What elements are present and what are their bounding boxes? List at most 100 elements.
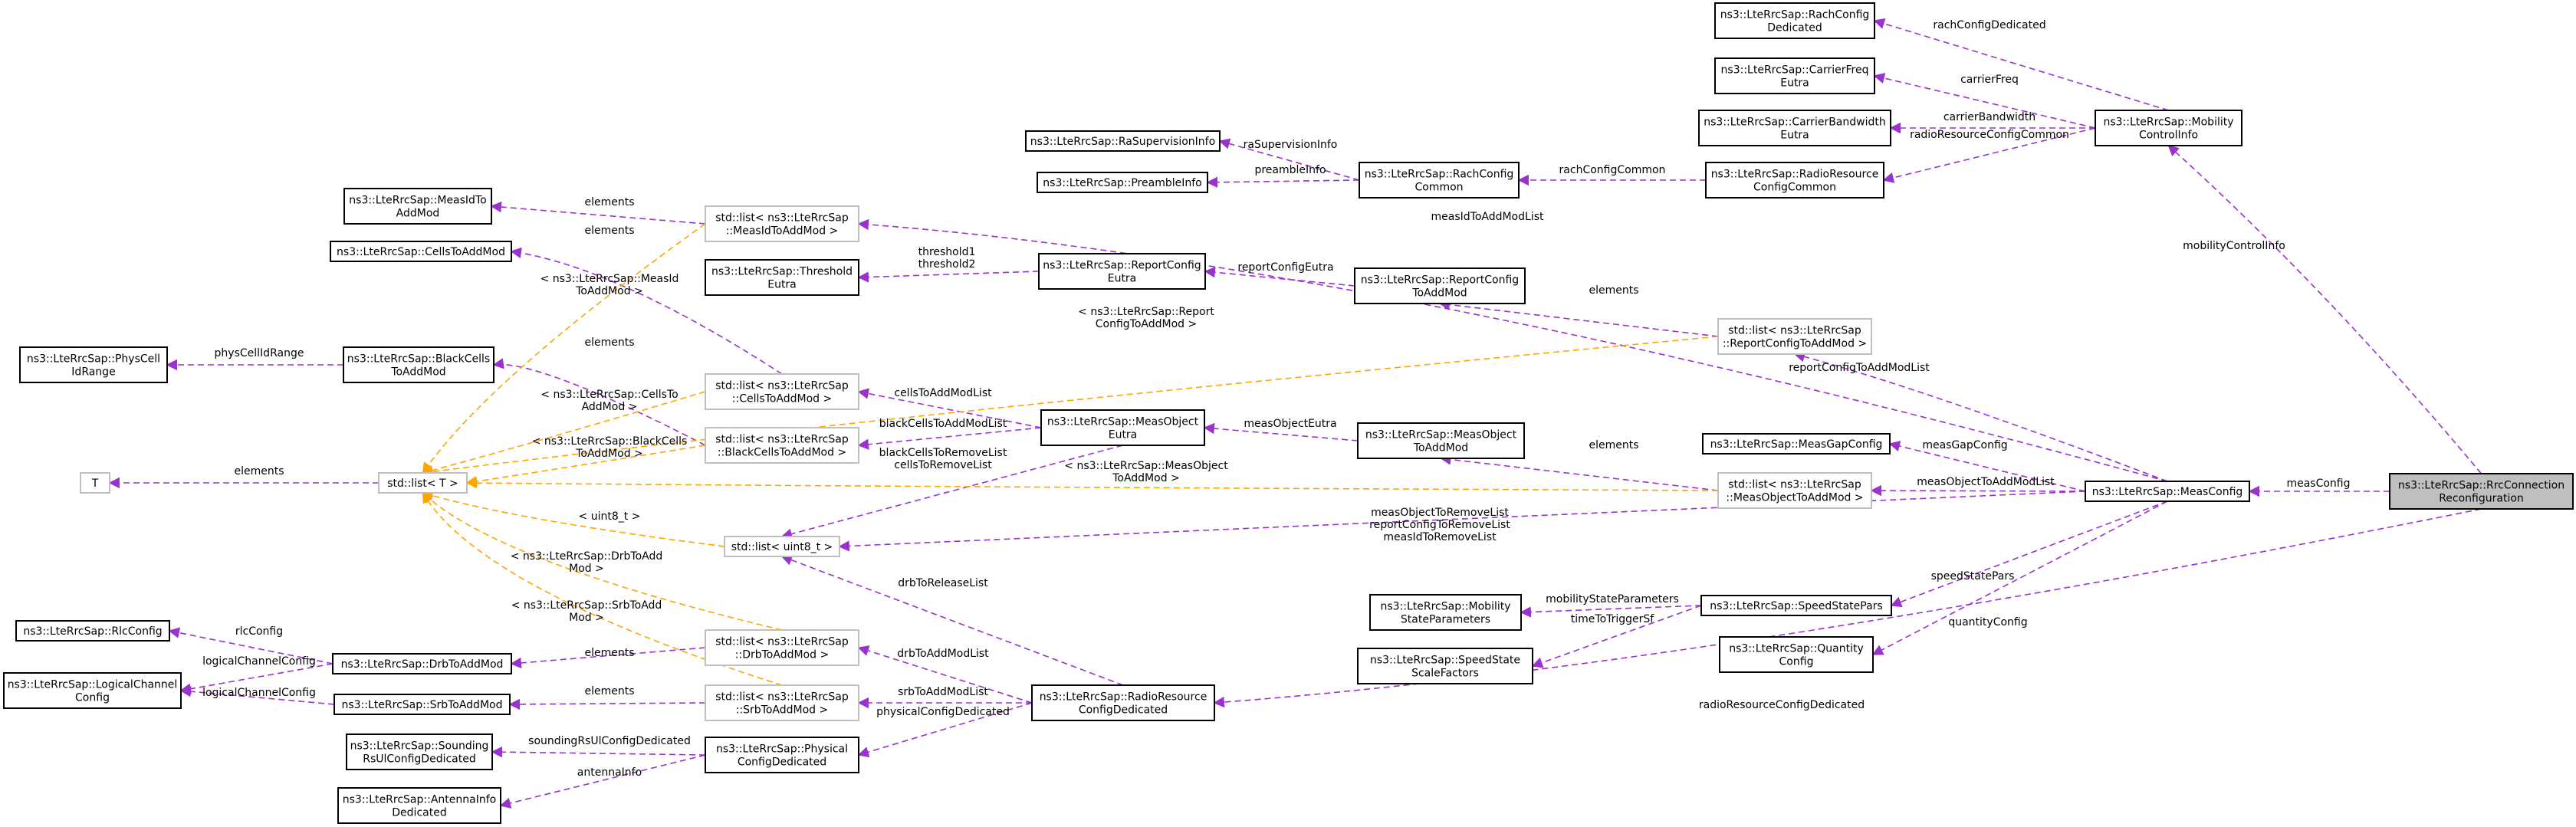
node-box-listmeasid	[705, 205, 859, 242]
node-measobjtoadd[interactable]: ns3::LteRrcSap::MeasObjectToAddMod	[1357, 422, 1525, 459]
node-box-reporttoadd	[1354, 267, 1526, 304]
node-label-rachcommon: ns3::LteRrcSap::RachConfig	[1365, 169, 1514, 181]
node-rrc[interactable]: ns3::LteRrcSap::RrcConnectionReconfigura…	[2389, 473, 2574, 510]
node-label-rrc: ns3::LteRrcSap::RrcConnection	[2398, 480, 2564, 492]
edge-rrded-to-physded	[857, 702, 1033, 758]
node-box-carrierfreq	[1714, 57, 1875, 94]
node-label-rlc: ns3::LteRrcSap::RlcConfig	[23, 625, 162, 638]
edge-label-elements_black: elements	[584, 336, 634, 349]
edge-listdrb-to-stdlist	[422, 492, 783, 631]
node-listdrb[interactable]: std::list< ns3::LteRrcSap::DrbToAddMod >	[705, 629, 859, 666]
node-blackcells[interactable]: ns3::LteRrcSap::BlackCellsToAddMod	[343, 346, 495, 383]
node-label-quantity: ns3::LteRrcSap::Quantity	[1729, 643, 1864, 655]
node-label-measobjtoadd: ToAddMod	[1413, 442, 1468, 455]
edge-listdrb-to-drbtoadd	[510, 647, 706, 669]
node-label-measid: AddMod	[396, 208, 440, 220]
edge-label-srbToAddModList: srbToAddModList	[898, 686, 988, 698]
node-box-sounding	[346, 733, 493, 770]
node-measconfig[interactable]: ns3::LteRrcSap::MeasConfig	[2085, 481, 2250, 502]
node-listsrb[interactable]: std::list< ns3::LteRrcSap::SrbToAddMod >	[705, 684, 859, 721]
node-label-reporttoadd: ns3::LteRrcSap::ReportConfig	[1361, 274, 1519, 287]
edge-listcells-to-cellstoadd	[510, 247, 783, 375]
node-label-rrcommon: ns3::LteRrcSap::RadioResource	[1711, 169, 1879, 181]
node-cellstoadd[interactable]: ns3::LteRrcSap::CellsToAddMod	[330, 241, 512, 262]
edge-listreport-to-reporttoadd	[1438, 299, 1719, 337]
edge-label-t_cells: < ns3::LteRrcSap::CellsTo	[540, 389, 678, 401]
node-box-listmeasobj	[1717, 472, 1872, 509]
edge-label-measIdToAddModList: measIdToAddModList	[1431, 211, 1544, 223]
node-rasup[interactable]: ns3::LteRrcSap::RaSupervisionInfo	[1025, 130, 1221, 152]
edge-measobjeutra-to-listuint8	[780, 445, 1123, 540]
node-measgap[interactable]: ns3::LteRrcSap::MeasGapConfig	[1702, 433, 1891, 455]
node-box-reporteutra	[1038, 253, 1206, 290]
node-label-rachded: Dedicated	[1767, 22, 1822, 34]
node-srbtoadd[interactable]: ns3::LteRrcSap::SrbToAddMod	[334, 694, 511, 715]
node-rlc[interactable]: ns3::LteRrcSap::RlcConfig	[15, 620, 170, 642]
node-box-blackcells	[343, 346, 495, 383]
edge-label-physicalConfigDedicated: physicalConfigDedicated	[876, 706, 1010, 718]
node-box-measobjtoadd	[1357, 422, 1525, 459]
node-reporttoadd[interactable]: ns3::LteRrcSap::ReportConfigToAddMod	[1354, 267, 1526, 304]
node-preamble[interactable]: ns3::LteRrcSap::PreambleInfo	[1037, 172, 1208, 193]
node-listuint8[interactable]: std::list< uint8_t >	[724, 536, 840, 557]
node-rrcommon[interactable]: ns3::LteRrcSap::RadioResourceConfigCommo…	[1705, 162, 1884, 199]
edge-label-t_drb: Mod >	[569, 563, 604, 575]
node-label-mobility: ns3::LteRrcSap::Mobility	[2103, 117, 2233, 129]
node-T[interactable]: T	[80, 472, 110, 494]
node-label-antenna: Dedicated	[392, 807, 446, 819]
edge-label-t_measobj: ToAddMod >	[1112, 472, 1180, 484]
node-drbtoadd[interactable]: ns3::LteRrcSap::DrbToAddMod	[332, 653, 512, 674]
node-label-rrcommon: ConfigCommon	[1753, 182, 1836, 194]
node-label-measobjeutra: Eutra	[1109, 429, 1138, 441]
node-stdlist[interactable]: std::list< T >	[378, 472, 468, 494]
node-listblack[interactable]: std::list< ns3::LteRrcSap::BlackCellsToA…	[705, 427, 859, 464]
node-measid[interactable]: ns3::LteRrcSap::MeasIdToAddMod	[343, 188, 492, 225]
edge-label-measObjectToAddModList: measObjectToAddModList	[1917, 476, 2055, 488]
node-listreport[interactable]: std::list< ns3::LteRrcSap::ReportConfigT…	[1717, 318, 1872, 355]
node-label-listcells: std::list< ns3::LteRrcSap	[715, 380, 849, 392]
edge-label-antennaInfo: antennaInfo	[577, 766, 642, 779]
node-label-lcconfig: ns3::LteRrcSap::LogicalChannel	[8, 679, 178, 691]
edge-rrded-to-listdrb	[857, 645, 1033, 704]
node-box-threshold	[705, 259, 859, 296]
edge-label-radioResourceConfigDedicated: radioResourceConfigDedicated	[1699, 699, 1865, 711]
edge-label-carrierFreq: carrierFreq	[1960, 74, 2019, 86]
node-box-listdrb	[705, 629, 859, 666]
edge-label-blackRemove: cellsToRemoveList	[894, 459, 992, 471]
node-rrded[interactable]: ns3::LteRrcSap::RadioResourceConfigDedic…	[1031, 684, 1215, 721]
node-label-listreport: ::ReportConfigToAddMod >	[1723, 338, 1867, 350]
node-label-rachcommon: Common	[1414, 182, 1463, 194]
node-listmeasobj[interactable]: std::list< ns3::LteRrcSap::MeasObjectToA…	[1717, 472, 1872, 509]
node-listmeasid[interactable]: std::list< ns3::LteRrcSap::MeasIdToAddMo…	[705, 205, 859, 242]
edge-label-speedStatePars: speedStatePars	[1931, 570, 2015, 583]
node-sounding[interactable]: ns3::LteRrcSap::SoundingRsUlConfigDedica…	[346, 733, 493, 770]
edge-reporttoadd-to-reporteutra	[1204, 267, 1355, 287]
edge-mobility-to-carrierfreq	[1873, 72, 2096, 129]
node-box-rlc	[15, 620, 170, 642]
edge-mobility-to-rachded	[1873, 18, 2169, 111]
node-label-listblack: ::BlackCellsToAddMod >	[718, 447, 846, 459]
node-speedstate[interactable]: ns3::LteRrcSap::SpeedStatePars	[1700, 595, 1892, 616]
node-listcells[interactable]: std::list< ns3::LteRrcSap::CellsToAddMod…	[705, 373, 859, 410]
edge-label-elements_drb: elements	[584, 647, 634, 659]
node-box-stdlist	[378, 472, 468, 494]
edge-rachcommon-to-rasup	[1218, 138, 1360, 181]
edge-speedstate-to-mobstate	[1520, 605, 1702, 618]
edge-drbtoadd-to-lcconfig	[179, 663, 334, 694]
